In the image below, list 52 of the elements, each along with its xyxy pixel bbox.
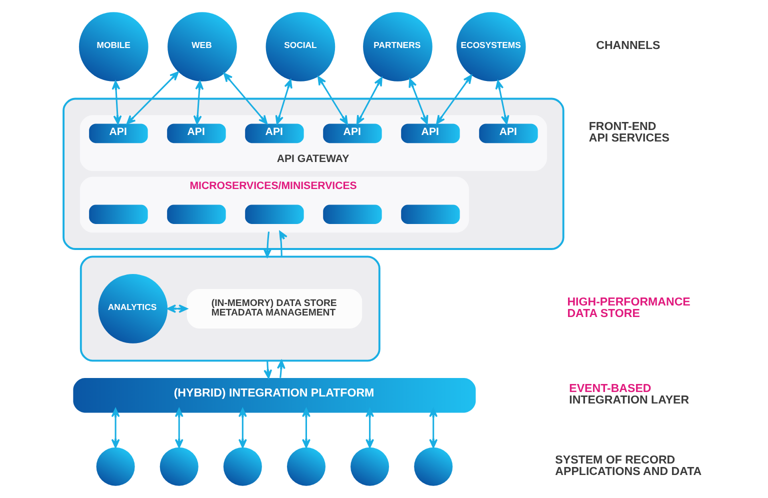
arrow [276,360,286,378]
node-circle: ECOSYSTEMS [456,12,526,82]
node-box: (HYBRID) INTEGRATION PLATFORM [73,378,476,413]
arrow [436,74,472,124]
node-circle: SOCIAL [266,12,336,82]
node-box: API [401,124,460,144]
node-circle: ANALYTICS [98,274,168,344]
node-circle [160,447,198,486]
node-circle: PARTNERS [363,12,432,82]
node-bar [323,204,382,224]
arrow [238,408,247,448]
arrow [275,79,292,124]
node-box: API [323,124,382,144]
arrow [263,232,272,258]
label: CHANNELS [596,40,660,52]
arrow [279,230,288,257]
label: HIGH-PERFORMANCE DATA STORE [567,296,690,320]
arrow [174,408,184,448]
node-circle [223,447,262,486]
node-circle [350,447,390,486]
arrow [264,360,272,379]
node-box: API [245,124,304,144]
node-box: API [479,124,538,144]
arrow [111,408,120,448]
arrow [366,408,374,448]
arrow [356,77,382,124]
arrow [224,72,268,124]
node-bar [167,204,226,224]
arrow [429,408,438,448]
node-bar [245,204,304,224]
node-bar [401,204,460,224]
node-box: API [167,124,226,144]
arrow [495,80,510,124]
arrow [112,80,122,124]
label: SYSTEM OF RECORD APPLICATIONS AND DATA [555,454,702,478]
arrow [166,304,188,313]
arrow [318,76,348,125]
node-box: API [89,124,148,144]
node-bar [89,204,148,224]
label: EVENT-BASED INTEGRATION LAYER [569,383,690,407]
cluster: MICROSERVICES/MINISERVICES [80,176,469,233]
arrow [193,80,204,124]
cluster [80,256,380,362]
node-circle: MOBILE [78,12,148,82]
arrow [302,408,310,448]
node-circle [286,447,326,486]
label: FRONT-END API SERVICES [588,121,670,145]
arrow [408,78,428,124]
node-circle [96,447,135,486]
node-circle [414,447,453,486]
arrow [126,71,179,124]
node-box: (IN-MEMORY) DATA STORE METADATA MANAGEMENT [186,288,362,328]
